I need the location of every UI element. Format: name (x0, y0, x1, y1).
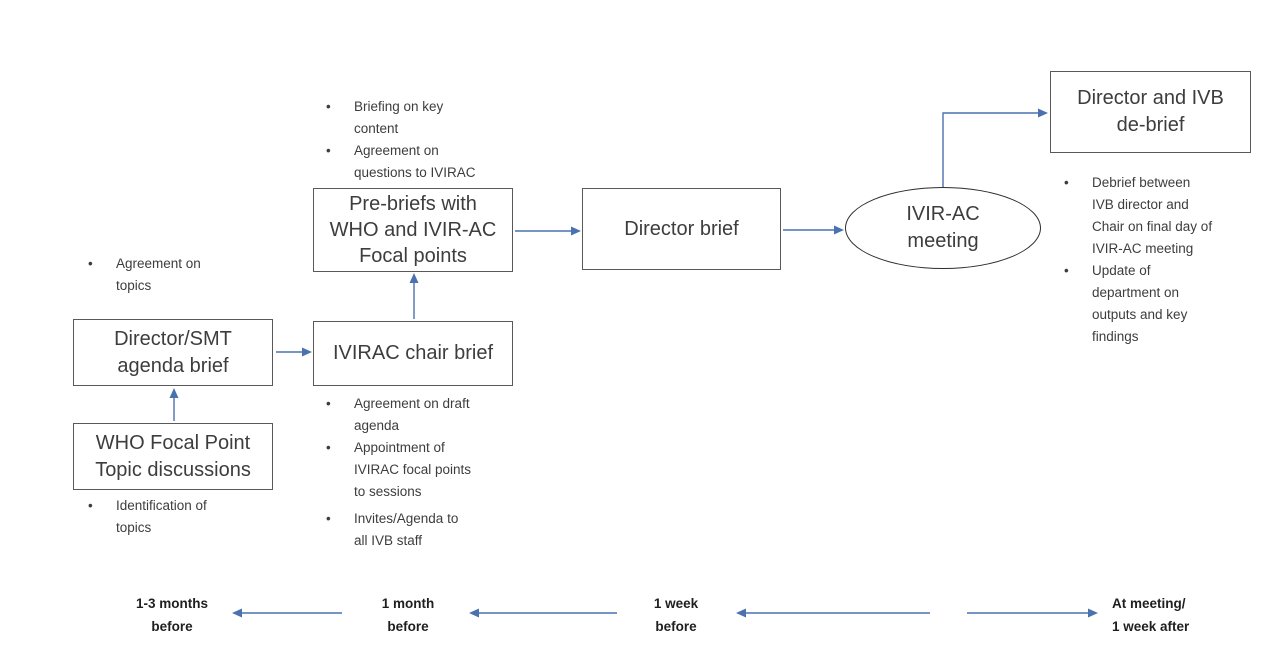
bullet-icon: • (88, 498, 93, 513)
timeline-arrow-4 (967, 608, 1098, 618)
notes-pre-brief-content: • Briefing on key content • Agreement on… (326, 96, 506, 184)
node-who-focal-point-topic-discussions: WHO Focal Point Topic discussions (73, 423, 273, 490)
bullet-item: • Update of department on outputs and ke… (1064, 260, 1249, 348)
bullet-item: • Identification of topics (88, 495, 258, 539)
notes-identification-of-topics: • Identification of topics (88, 495, 258, 539)
node-ivirac-chair-brief: IVIRAC chair brief (313, 321, 513, 386)
bullet-item: • Invites/Agenda to all IVB staff (326, 508, 516, 552)
timeline-label-1-month-before: 1 month before (381, 596, 435, 634)
notes-agreement-on-topics: • Agreement on topics (88, 253, 258, 297)
node-pre-briefs-focal-points: Pre-briefs with WHO and IVIR-AC Focal po… (313, 188, 513, 272)
bullet-text: Invites/Agenda to all IVB staff (354, 511, 459, 548)
bullet-text: Agreement on draft agenda (354, 396, 470, 433)
bullet-text: Identification of topics (116, 498, 207, 535)
node-director-smt-agenda-brief: Director/SMT agenda brief (73, 319, 273, 386)
bullet-icon: • (326, 396, 331, 411)
bullet-item: • Appointment of IVIRAC focal points to … (326, 437, 516, 503)
bullet-text: Appointment of IVIRAC focal points to se… (354, 440, 472, 499)
arrow-director-to-meeting (783, 225, 844, 235)
bullet-icon: • (326, 511, 331, 526)
timeline-label-1-week-before: 1 week before (653, 596, 699, 634)
timeline-label-at-meeting-1-week-after: At meeting/ 1 week after (1112, 596, 1190, 634)
bullet-item: • Briefing on key content (326, 96, 506, 140)
bullet-text: Debrief between IVB director and Chair o… (1092, 175, 1213, 256)
bullet-text: Agreement on topics (116, 256, 201, 293)
bullet-icon: • (326, 99, 331, 114)
bullet-text: Update of department on outputs and key … (1092, 263, 1188, 344)
bullet-item: • Agreement on draft agenda (326, 393, 516, 437)
node-director-ivb-debrief: Director and IVB de-brief (1050, 71, 1251, 153)
bullet-icon: • (1064, 175, 1069, 190)
bullet-text: Agreement on questions to IVIRAC (354, 143, 476, 180)
bullet-icon: • (326, 143, 331, 158)
bullet-text: Briefing on key content (354, 99, 444, 136)
arrow-meeting-to-debrief (942, 108, 1048, 187)
notes-debrief-outputs: • Debrief between IVB director and Chair… (1064, 172, 1249, 348)
timeline-arrow-2 (469, 608, 617, 618)
bullet-icon: • (88, 256, 93, 271)
bullet-item: • Agreement on questions to IVIRAC (326, 140, 506, 184)
bullet-icon: • (1064, 263, 1069, 278)
arrow-smt-to-chair (276, 347, 312, 357)
arrow-who-to-smt (169, 388, 179, 421)
bullet-item: • Debrief between IVB director and Chair… (1064, 172, 1249, 260)
arrow-prebriefs-to-director (515, 226, 581, 236)
notes-chair-brief-outputs: • Agreement on draft agenda • Appointmen… (326, 393, 516, 552)
bullet-item: • Agreement on topics (88, 253, 258, 297)
timeline-arrow-3 (736, 608, 930, 618)
timeline-label-1-3-months-before: 1-3 months before (135, 596, 208, 634)
node-ivir-ac-meeting-ellipse: IVIR-AC meeting (845, 187, 1041, 269)
bullet-icon: • (326, 440, 331, 455)
timeline-arrow-1 (232, 608, 342, 618)
node-director-brief: Director brief (582, 188, 781, 270)
arrow-chair-to-prebriefs (409, 273, 419, 319)
